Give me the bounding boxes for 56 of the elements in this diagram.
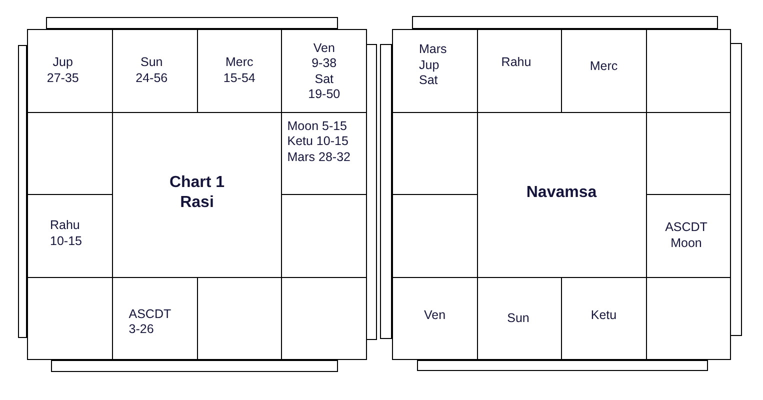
planet-label: Moon — [670, 236, 702, 252]
planet-label: Mars — [419, 42, 447, 58]
planet-label: Ketu — [590, 308, 617, 323]
planet-label: 3-26 — [128, 322, 154, 338]
planet-label: Moon 5-15 — [287, 118, 348, 134]
planet-label: 19-50 — [308, 87, 340, 103]
house-cell — [282, 278, 366, 359]
house-cell — [112, 30, 196, 112]
house-cell — [562, 278, 646, 359]
house-cell — [282, 112, 366, 194]
planet-label: Sun — [140, 55, 163, 71]
chart-title: Chart 1 — [169, 172, 225, 192]
planet-label: 9-38 — [312, 56, 337, 72]
house-cell — [198, 30, 282, 112]
planet-label: ASCDT — [665, 220, 708, 236]
planet-label: Sat — [314, 72, 334, 88]
planet-label: Merc — [590, 59, 618, 74]
house-cell — [28, 278, 112, 359]
planet-label: Ven — [424, 308, 446, 323]
planet-label: Ven — [313, 40, 335, 56]
house-cell — [478, 30, 561, 112]
house-cell — [646, 278, 730, 359]
house-cell — [562, 30, 646, 112]
planet-label: Rahu — [50, 218, 80, 234]
house-cell — [28, 195, 112, 276]
chart-center-box — [478, 112, 646, 276]
planet-label: Ketu 10-15 — [287, 134, 348, 150]
house-cell — [28, 112, 112, 194]
house-cell — [478, 278, 561, 359]
planet-label: Jup — [52, 55, 73, 71]
planet-label: Sat — [419, 73, 438, 88]
chart-title: Rasi — [180, 192, 214, 212]
planet-label: Sun — [507, 310, 530, 326]
house-cell — [393, 30, 476, 112]
house-cell — [28, 30, 112, 112]
planet-label: ASCDT — [128, 306, 172, 322]
house-cell — [282, 30, 366, 112]
house-cell — [112, 278, 196, 359]
planet-label: 27-35 — [46, 70, 79, 86]
house-cell — [198, 278, 282, 359]
planet-label: Jup — [419, 58, 440, 73]
house-cell — [646, 30, 730, 112]
house-cell — [393, 195, 476, 276]
chart-center-box — [112, 112, 282, 276]
chart-title: Navamsa — [526, 182, 597, 202]
planet-label: Rahu — [501, 55, 532, 70]
planet-label: 15-54 — [223, 70, 256, 86]
house-cell — [282, 195, 366, 276]
planet-label: 24-56 — [136, 70, 168, 86]
planet-label: Merc — [225, 55, 254, 71]
house-cell — [646, 112, 730, 194]
house-cell — [393, 278, 476, 359]
planet-label: 10-15 — [50, 234, 82, 250]
house-cell — [646, 195, 730, 276]
planet-label: Mars 28-32 — [287, 150, 350, 165]
house-cell — [393, 112, 476, 194]
